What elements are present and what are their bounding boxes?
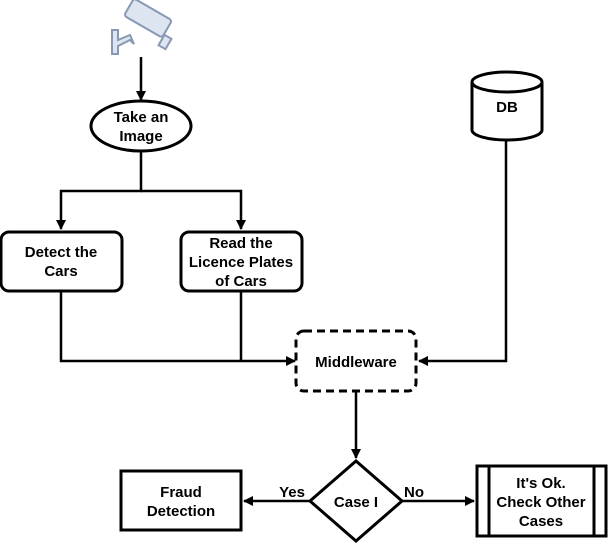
no-label: No <box>404 484 424 501</box>
label-line: Image <box>119 128 162 145</box>
db-label: DB <box>496 99 518 116</box>
edge-take-image-branch <box>56 150 143 230</box>
label-line: Cases <box>519 513 563 530</box>
label-line: Fraud <box>160 484 202 501</box>
label-line: Middleware <box>315 354 397 371</box>
label-line: It's Ok. <box>516 475 565 492</box>
db-node[interactable]: DB <box>470 70 544 142</box>
edge-db-to-middleware <box>418 140 508 366</box>
case-decision-node[interactable]: Case I <box>307 459 405 543</box>
case-label: Case I <box>334 494 378 511</box>
security-camera-icon <box>111 0 173 55</box>
edges: Yes No <box>56 57 508 506</box>
label-line: Detect the <box>25 244 98 261</box>
middleware-node[interactable]: Middleware <box>294 329 418 393</box>
label-line: Case I <box>334 494 378 511</box>
label-line: Cars <box>44 263 77 280</box>
take-image-node[interactable]: Take an Image <box>89 99 193 153</box>
label-line: Take an <box>114 109 169 126</box>
take-image-label: Take an Image <box>114 109 169 145</box>
label-line: Check Other <box>496 494 585 511</box>
yes-label: Yes <box>279 484 305 501</box>
middleware-label: Middleware <box>315 354 397 371</box>
label-line: Licence Plates <box>189 254 293 271</box>
label-line: Read the <box>209 235 272 252</box>
label-line: DB <box>496 99 518 116</box>
label-line: Detection <box>147 503 215 520</box>
edge-take-image-to-read-plates <box>141 189 246 230</box>
label-line: of Cars <box>215 273 267 290</box>
edge-detect-cars-to-middleware <box>59 292 296 366</box>
